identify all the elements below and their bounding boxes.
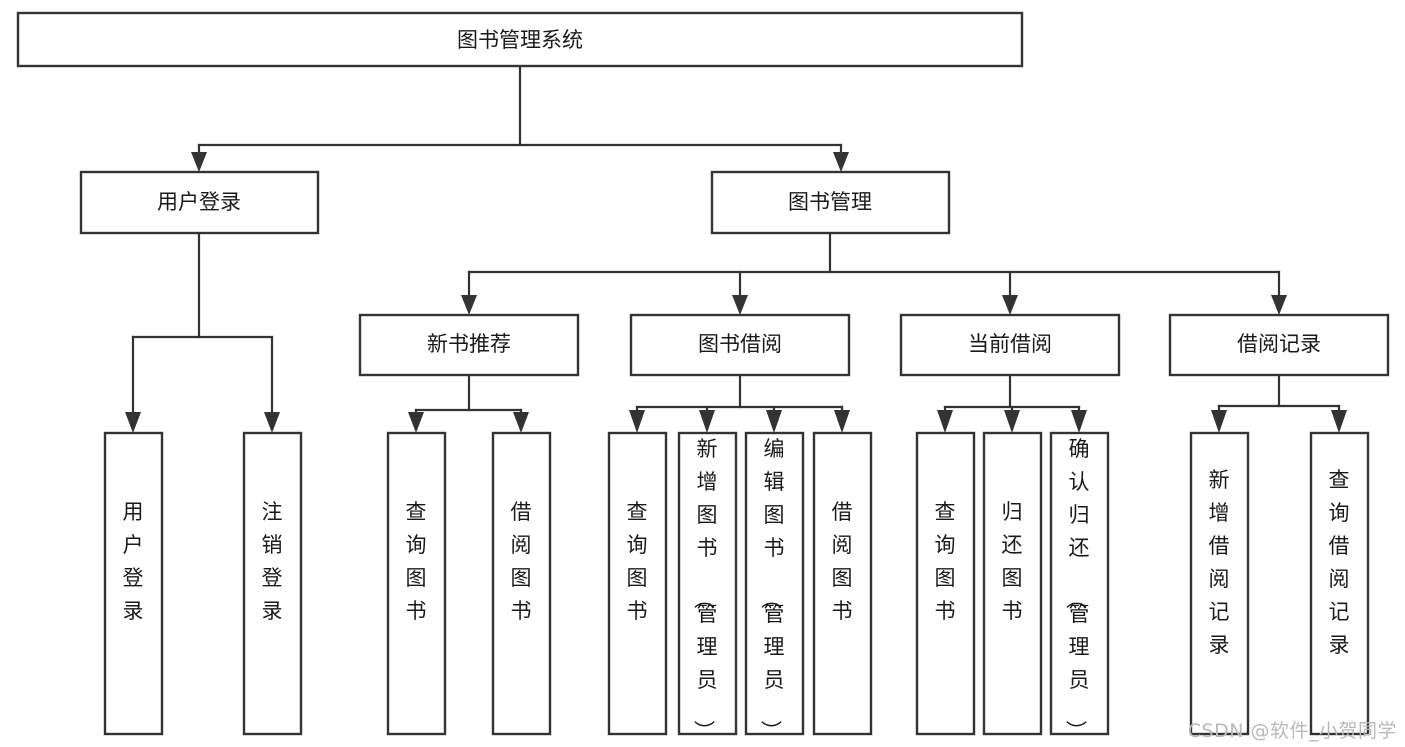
node-user-login[interactable]: 用户登录: [79, 170, 320, 235]
node-leaf-query-record-label: 查询借阅记录: [1329, 468, 1350, 657]
node-leaf-edit-book-box[interactable]: [744, 431, 805, 736]
node-leaf-query-book-1-label: 查询图书: [406, 500, 427, 623]
arrowhead-leaf-user-logout: [264, 412, 280, 433]
node-leaf-query-book-2-box[interactable]: [607, 431, 668, 736]
arrowhead-leaf-add-record: [1211, 410, 1227, 433]
node-leaf-query-book-1[interactable]: 查询图书: [386, 431, 447, 736]
node-user-login-label: 用户登录: [157, 190, 241, 214]
arrowhead-leaf-query-record: [1331, 410, 1347, 433]
node-leaf-user-logout[interactable]: 注销登录: [242, 431, 303, 736]
node-borrow-record-box[interactable]: [1168, 313, 1390, 377]
node-leaf-query-book-3[interactable]: 查询图书: [915, 431, 976, 736]
node-new-book-recommend[interactable]: 新书推荐: [358, 313, 580, 377]
node-leaf-add-record[interactable]: 新增借阅记录: [1189, 431, 1250, 736]
arrowhead-leaf-borrow-book-1: [513, 412, 529, 433]
arrowhead-leaf-add-book: [699, 410, 715, 433]
node-leaf-borrow-book-2-label: 借阅图书: [832, 500, 853, 623]
node-leaf-user-logout-label: 注销登录: [262, 500, 283, 623]
node-borrow-record[interactable]: 借阅记录: [1168, 313, 1390, 377]
node-root-system[interactable]: 图书管理系统: [16, 11, 1024, 68]
node-leaf-add-book-box[interactable]: [677, 431, 738, 736]
connectors-root-to-level2: [191, 64, 849, 172]
node-leaf-confirm-return-label: 确认归还（管理员）: [1064, 437, 1090, 741]
node-leaf-user-logout-box[interactable]: [242, 431, 303, 736]
node-leaf-borrow-book-1-box[interactable]: [491, 431, 552, 736]
arrowhead-leaf-confirm-return: [1071, 410, 1087, 433]
node-leaf-user-login[interactable]: 用户登录: [103, 431, 164, 736]
node-leaf-edit-book-label: 编辑图书（管理员）: [759, 437, 785, 741]
node-leaf-query-record-box[interactable]: [1309, 431, 1370, 736]
arrowhead-leaf-borrow-book-2: [834, 410, 850, 433]
arrowhead-leaf-query-book-1: [408, 412, 424, 433]
node-book-manage-box[interactable]: [710, 170, 951, 235]
node-book-borrow-label: 图书借阅: [698, 332, 782, 356]
connectors-current-borrow-leaves: [937, 373, 1087, 433]
node-leaf-query-book-1-box[interactable]: [386, 431, 447, 736]
node-root-system-box[interactable]: [16, 11, 1024, 68]
node-leaf-add-record-box[interactable]: [1189, 431, 1250, 736]
arrowhead-leaf-return-book: [1004, 410, 1020, 433]
node-leaf-return-book-label: 归还图书: [1002, 500, 1023, 623]
node-new-book-recommend-label: 新书推荐: [427, 332, 511, 356]
node-current-borrow[interactable]: 当前借阅: [899, 313, 1121, 377]
node-leaf-confirm-return[interactable]: 确认归还（管理员）: [1049, 431, 1110, 741]
arrowhead-user-login: [191, 152, 207, 172]
node-leaf-user-login-box[interactable]: [103, 431, 164, 736]
node-leaf-return-book[interactable]: 归还图书: [982, 431, 1043, 736]
arrowhead-leaf-query-book-2: [629, 410, 645, 433]
node-leaf-borrow-book-1[interactable]: 借阅图书: [491, 431, 552, 736]
node-book-borrow[interactable]: 图书借阅: [629, 313, 851, 377]
csdn-watermark: CSDN @软件_小贺同学: [1187, 720, 1397, 742]
node-leaf-return-book-box[interactable]: [982, 431, 1043, 736]
node-leaf-query-book-2[interactable]: 查询图书: [607, 431, 668, 736]
node-leaf-add-record-label: 新增借阅记录: [1209, 468, 1230, 657]
node-leaf-borrow-book-1-label: 借阅图书: [511, 500, 532, 623]
node-leaf-borrow-book-2[interactable]: 借阅图书: [812, 431, 873, 736]
node-leaf-query-book-3-label: 查询图书: [935, 500, 956, 623]
connectors-new-book-leaves: [408, 373, 529, 433]
node-current-borrow-box[interactable]: [899, 313, 1121, 377]
arrowhead-borrow-record: [1271, 295, 1287, 315]
connectors-book-manage-to-level3: [461, 231, 1287, 315]
node-borrow-record-label: 借阅记录: [1237, 332, 1321, 356]
connectors-book-borrow-leaves: [629, 373, 850, 433]
node-new-book-recommend-box[interactable]: [358, 313, 580, 377]
arrowhead-leaf-edit-book: [766, 410, 782, 433]
arrowhead-book-manage: [833, 152, 849, 172]
node-leaf-confirm-return-box[interactable]: [1049, 431, 1110, 736]
connectors-borrow-record-leaves: [1211, 373, 1347, 433]
arrowhead-leaf-query-book-3: [937, 410, 953, 433]
connectors-user-login-leaves: [125, 231, 280, 433]
node-book-manage-label: 图书管理: [788, 190, 872, 214]
node-user-login-box[interactable]: [79, 170, 320, 235]
node-leaf-add-book[interactable]: 新增图书（管理员）: [677, 431, 738, 741]
node-leaf-edit-book[interactable]: 编辑图书（管理员）: [744, 431, 805, 741]
node-root-system-label: 图书管理系统: [457, 28, 583, 52]
node-leaf-borrow-book-2-box[interactable]: [812, 431, 873, 736]
node-leaf-query-book-3-box[interactable]: [915, 431, 976, 736]
node-book-manage[interactable]: 图书管理: [710, 170, 951, 235]
node-current-borrow-label: 当前借阅: [968, 332, 1052, 356]
arrowhead-current-borrow: [1002, 295, 1018, 315]
node-leaf-query-book-2-label: 查询图书: [627, 500, 648, 623]
arrowhead-leaf-user-login: [125, 412, 141, 433]
node-leaf-add-book-label: 新增图书（管理员）: [692, 437, 718, 741]
arrowhead-new-book-recommend: [461, 295, 477, 315]
node-book-borrow-box[interactable]: [629, 313, 851, 377]
node-leaf-query-record[interactable]: 查询借阅记录: [1309, 431, 1370, 736]
arrowhead-book-borrow: [732, 295, 748, 315]
node-leaf-user-login-label: 用户登录: [123, 500, 144, 623]
